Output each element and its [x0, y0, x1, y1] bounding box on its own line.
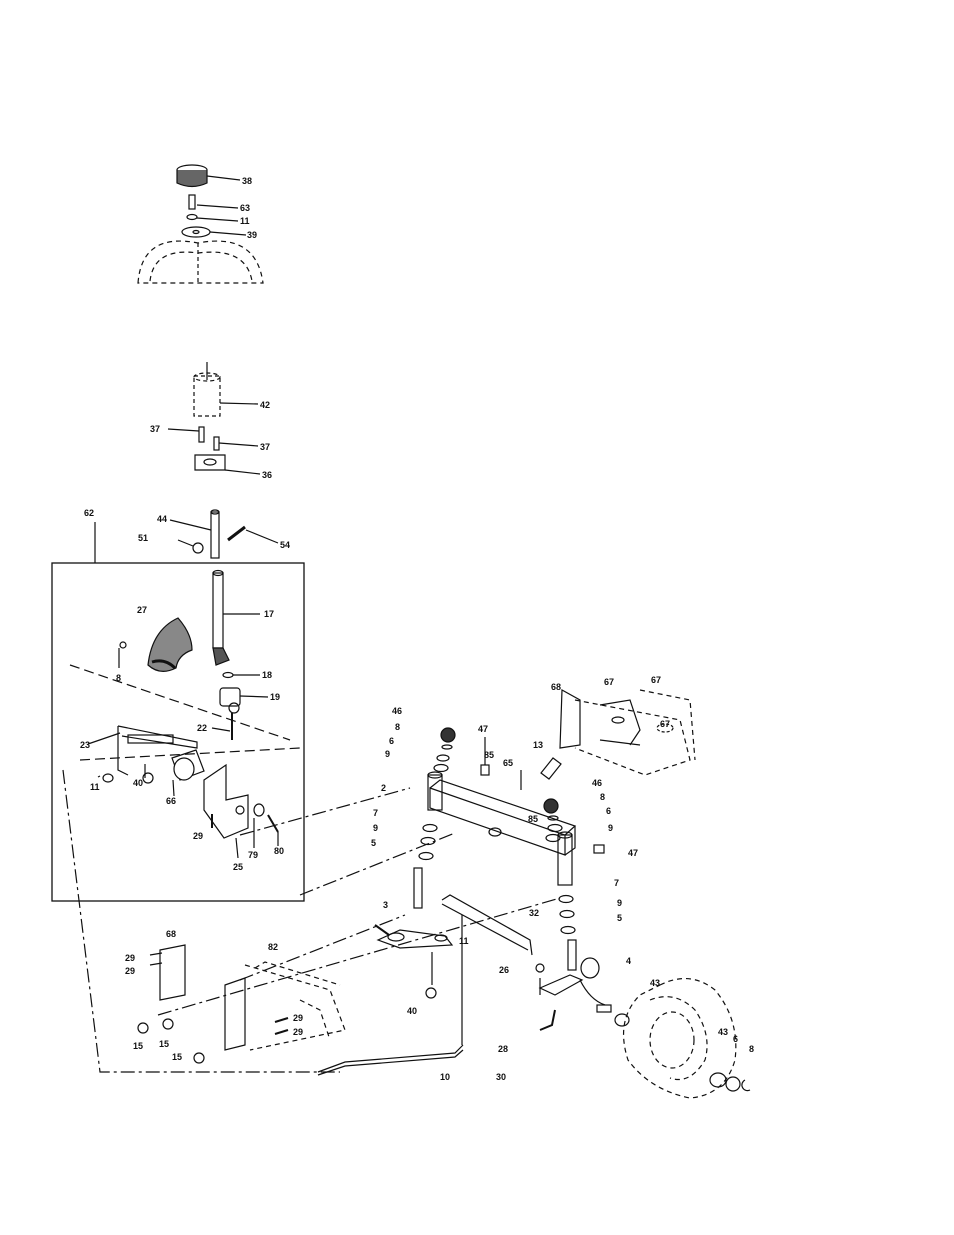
washer-part	[103, 774, 113, 782]
callout-8: 8	[600, 792, 605, 802]
callout-51: 51	[138, 533, 148, 543]
callout-25: 25	[233, 862, 243, 872]
front-tire-outline	[624, 979, 736, 1098]
callout-9: 9	[385, 749, 390, 759]
callout-15: 15	[172, 1052, 182, 1062]
drag-link-part	[442, 895, 532, 955]
callout-8: 8	[395, 722, 400, 732]
callout-36: 36	[262, 470, 272, 480]
callout-47: 47	[628, 848, 638, 858]
callout-19: 19	[270, 692, 280, 702]
callout-15: 15	[159, 1039, 169, 1049]
callout-43: 43	[718, 1027, 728, 1037]
callout-80: 80	[274, 846, 284, 856]
callout-67: 67	[604, 677, 614, 687]
callout-13: 13	[533, 740, 543, 750]
callout-7: 7	[614, 878, 619, 888]
callout-23: 23	[80, 740, 90, 750]
steering-adapter-assembly	[168, 362, 260, 474]
right-spindle-part	[568, 940, 576, 970]
callout-10: 10	[440, 1072, 450, 1082]
callout-82: 82	[268, 942, 278, 952]
callout-6: 6	[606, 806, 611, 816]
axle-beam-part	[430, 788, 565, 855]
callout-6: 6	[733, 1034, 738, 1044]
callout-29: 29	[293, 1013, 303, 1023]
callout-29: 29	[125, 953, 135, 963]
callout-3: 3	[383, 900, 388, 910]
callout-5: 5	[617, 913, 622, 923]
callout-40: 40	[407, 1006, 417, 1016]
callout-6: 6	[389, 736, 394, 746]
left-spindle-part	[414, 868, 422, 908]
nut-part	[193, 543, 203, 553]
callout-2: 2	[381, 783, 386, 793]
callout-85: 85	[528, 814, 538, 824]
adapter-part	[195, 455, 225, 470]
callout-4: 4	[626, 956, 631, 966]
callout-11: 11	[90, 782, 100, 792]
callout-39: 39	[247, 230, 257, 240]
callout-29: 29	[125, 966, 135, 976]
callout-15: 15	[133, 1041, 143, 1051]
callout-5: 5	[371, 838, 376, 848]
callout-9: 9	[373, 823, 378, 833]
spindle-cap-part-right	[544, 799, 558, 813]
callout-30: 30	[496, 1072, 506, 1082]
callout-63: 63	[240, 203, 250, 213]
callout-40: 40	[133, 778, 143, 788]
callout-11: 11	[240, 216, 250, 226]
spindle-cap-part	[441, 728, 455, 742]
callout-79: 79	[248, 850, 258, 860]
callout-67: 67	[660, 719, 670, 729]
callout-67: 67	[651, 675, 661, 685]
callout-7: 7	[373, 808, 378, 818]
callout-9: 9	[608, 823, 613, 833]
callout-29: 29	[293, 1027, 303, 1037]
cap-bolt-part	[189, 195, 195, 209]
callout-37: 37	[150, 424, 160, 434]
callout-44: 44	[157, 514, 167, 524]
callout-65: 65	[503, 758, 513, 768]
callout-68: 68	[551, 682, 561, 692]
callout-46: 46	[592, 778, 602, 788]
callout-54: 54	[280, 540, 290, 550]
spacer-part	[541, 758, 561, 779]
callout-29: 29	[193, 831, 203, 841]
callout-9: 9	[617, 898, 622, 908]
callout-26: 26	[499, 965, 509, 975]
steering-shaft-part	[211, 512, 219, 558]
callout-62: 62	[84, 508, 94, 518]
callout-68: 68	[166, 929, 176, 939]
callout-42: 42	[260, 400, 270, 410]
lock-washer-part	[187, 215, 197, 220]
callout-18: 18	[262, 670, 272, 680]
frame-bracket-left	[138, 945, 345, 1063]
cap-plate-part	[182, 227, 210, 237]
frame-bracket-right	[560, 690, 695, 775]
steering-tube-part	[194, 376, 220, 416]
callout-43: 43	[650, 978, 660, 988]
steering-wheel-outline	[138, 241, 263, 283]
gear-bracket-part	[204, 765, 248, 838]
callout-47: 47	[478, 724, 488, 734]
callout-28: 28	[498, 1044, 508, 1054]
callout-37: 37	[260, 442, 270, 452]
callout-85: 85	[484, 750, 494, 760]
callout-8: 8	[749, 1044, 754, 1054]
callout-27: 27	[137, 605, 147, 615]
callout-32: 32	[529, 908, 539, 918]
steering-shaft-top	[95, 510, 278, 563]
callout-46: 46	[392, 706, 402, 716]
callout-66: 66	[166, 796, 176, 806]
callout-22: 22	[197, 723, 207, 733]
callout-38: 38	[242, 176, 252, 186]
callout-8: 8	[116, 673, 121, 683]
callout-17: 17	[264, 609, 274, 619]
callout-11: 11	[459, 936, 469, 946]
